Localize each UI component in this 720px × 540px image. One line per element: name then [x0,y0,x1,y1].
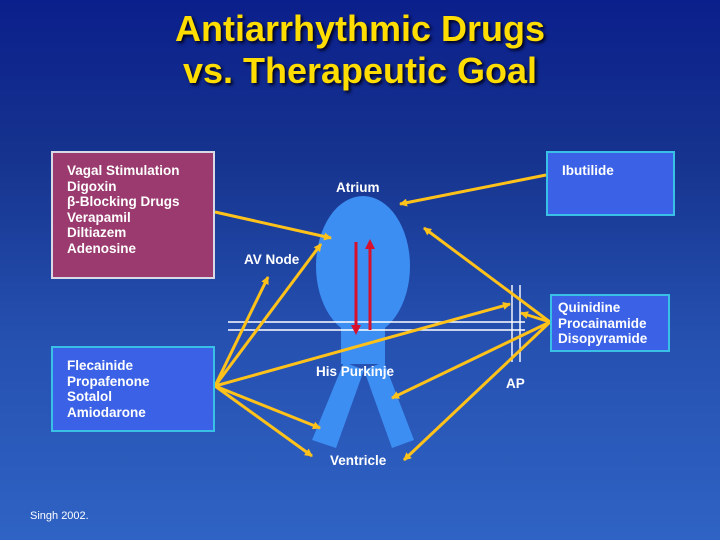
drug-vagal-stimulation: Vagal Stimulation [67,163,180,178]
atrium-label: Atrium [336,180,380,195]
av-nodal-drug-box: Vagal Stimulation Digoxin β-Blocking Dru… [51,151,215,279]
drug-ibutilide: Ibutilide [562,163,614,178]
arrow-class-ia-to-atrium [423,226,551,324]
drug-diltiazem: Diltiazem [67,225,127,240]
drug-adenosine: Adenosine [67,240,137,256]
pointer-arrows [213,173,552,462]
drug-quinidine: Quinidine [558,300,621,315]
class-ia-drug-box: Quinidine Procainamide Disopyramide [550,294,670,352]
drug-sotalol: Sotalol [67,389,113,404]
drug-verapamil: Verapamil [67,209,131,225]
title-line-2: vs. Therapeutic Goal [182,50,538,91]
conduction-arrows [351,239,375,335]
arrow-av-nodal-to-node [214,210,332,241]
arrow-class-ic-to-atrium [213,243,323,387]
drug-amiodarone: Amiodarone [67,404,146,420]
drug-flecainide: Flecainide [67,358,134,373]
drug-propafenone: Propafenone [67,373,150,389]
arrow-ibutilide-to-atrium [399,173,547,207]
slide-title: Antiarrhythmic Drugs vs. Therapeutic Goa… [0,8,720,92]
av-node-label: AV Node [244,252,300,267]
arrow-class-ia-to-his [391,320,551,400]
right-bundle-branch [364,362,414,448]
arrow-class-ic-to-av-node [213,276,270,387]
drug-procainamide: Procainamide [558,315,647,331]
left-bundle-branch [312,362,364,448]
ventricle-label: Ventricle [330,453,387,468]
drug-beta-blocking: β-Blocking Drugs [67,194,180,209]
arrow-class-ia-to-ap [520,311,551,324]
arrow-class-ic-to-ap [214,302,511,388]
title-line-1: Antiarrhythmic Drugs [174,8,546,49]
drug-disopyramide: Disopyramide [558,331,648,346]
atrium-shape [316,196,410,336]
arrow-class-ia-to-ventricle [402,320,552,462]
arrow-class-ic-to-his [214,384,321,430]
drug-digoxin: Digoxin [67,178,117,194]
his-purkinje-label: His Purkinje [316,364,395,379]
class-ic-iii-drug-box: Flecainide Propafenone Sotalol Amiodaron… [51,346,215,432]
ap-label: AP [506,376,525,391]
arrow-class-ic-to-ventricle [214,384,313,458]
atrial-drug-box: Ibutilide [546,151,675,216]
citation: Singh 2002. [30,510,89,522]
